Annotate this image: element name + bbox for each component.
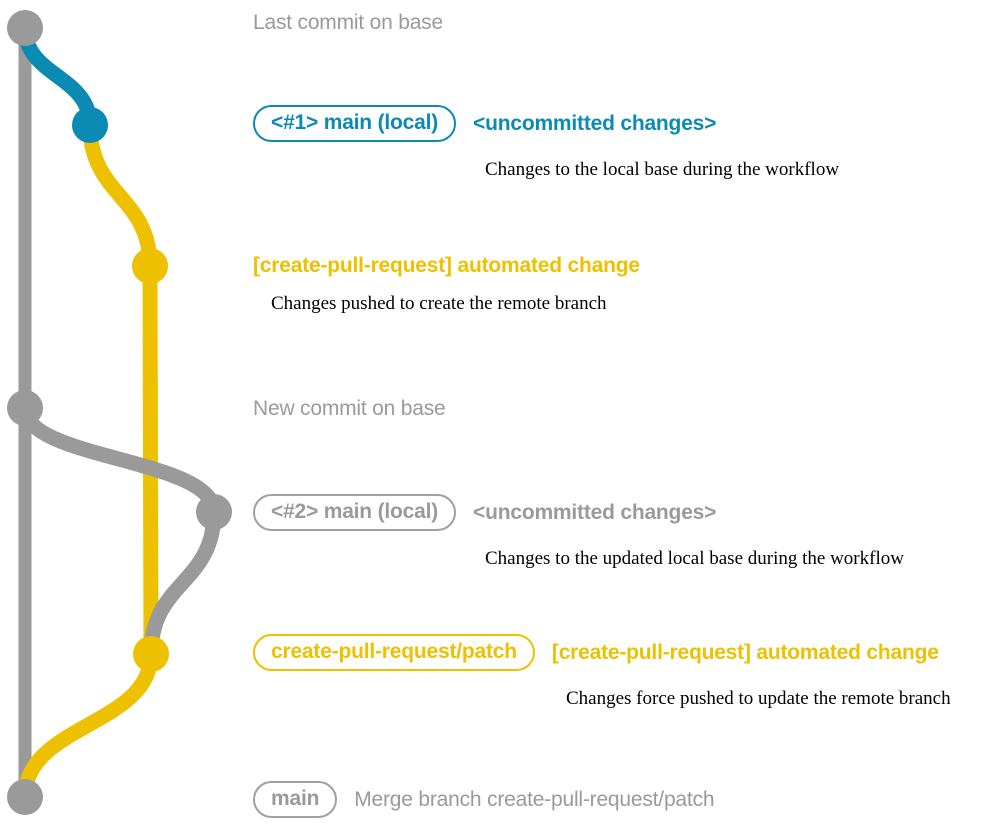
commit-row-header: main Merge branch create-pull-request/pa… xyxy=(253,781,715,818)
commit-row-header: create-pull-request/patch [create-pull-r… xyxy=(253,634,939,671)
commit-subject-automated-change-2: [create-pull-request] automated change xyxy=(551,641,939,664)
commit-row-local-2: <#2> main (local) <uncommitted changes> … xyxy=(253,494,904,568)
commit-node-automated-change-2[interactable] xyxy=(133,636,169,672)
commit-subject-local-1: <uncommitted changes> xyxy=(473,112,717,135)
commit-row-automated-change-2: create-pull-request/patch [create-pull-r… xyxy=(253,634,951,708)
edge-local-to-patch xyxy=(82,117,158,274)
commit-row-header: [create-pull-request] automated change xyxy=(253,255,640,276)
commit-body-local-1: Changes to the local base during the wor… xyxy=(485,159,840,180)
commit-row-header: Last commit on base xyxy=(253,12,443,33)
graph-nodes xyxy=(7,10,232,815)
commit-subject-automated-change-1: [create-pull-request] automated change xyxy=(253,254,640,277)
commit-node-new-commit-on-base[interactable] xyxy=(7,390,43,426)
commit-row-last-commit-on-base: Last commit on base xyxy=(253,12,443,33)
branch-pill-create-pull-request-patch[interactable]: create-pull-request/patch xyxy=(253,634,535,671)
commit-subject-local-2: <uncommitted changes> xyxy=(473,501,717,524)
commit-body-local-2: Changes to the updated local base during… xyxy=(485,548,904,569)
commit-node-merge[interactable] xyxy=(7,779,43,815)
commit-row-header: New commit on base xyxy=(253,397,446,420)
commit-row-header: <#2> main (local) <uncommitted changes> xyxy=(253,494,716,531)
commit-node-automated-change-1[interactable] xyxy=(132,248,168,284)
edge-patch-trunk xyxy=(142,258,159,662)
branch-pill-main[interactable]: main xyxy=(253,781,338,818)
branch-pill-local-2[interactable]: <#2> main (local) xyxy=(253,494,457,531)
commit-subject-merge: Merge branch create-pull-request/patch xyxy=(354,788,715,811)
commit-node-last-commit-on-base[interactable] xyxy=(7,10,43,46)
commit-subject-new-commit-on-base: New commit on base xyxy=(253,397,446,420)
commit-body-automated-change-2: Changes force pushed to update the remot… xyxy=(566,688,951,709)
edge-merge-to-patch xyxy=(143,504,222,662)
commit-row-header: <#1> main (local) <uncommitted changes> xyxy=(253,105,716,142)
commit-row-merge: main Merge branch create-pull-request/pa… xyxy=(253,781,715,818)
branch-pill-local-1[interactable]: <#1> main (local) xyxy=(253,105,457,142)
edge-base-to-merge xyxy=(17,400,222,520)
commit-row-new-commit-on-base: New commit on base xyxy=(253,397,446,420)
commit-node-local-1[interactable] xyxy=(72,107,108,143)
commit-body-automated-change-1: Changes pushed to create the remote bran… xyxy=(271,293,607,314)
commit-subject-last-commit-on-base: Last commit on base xyxy=(253,11,443,34)
commit-row-automated-change-1: [create-pull-request] automated change C… xyxy=(253,255,640,313)
edge-patch-to-base xyxy=(17,646,159,805)
commit-row-local-1: <#1> main (local) <uncommitted changes> … xyxy=(253,105,839,179)
commit-node-local-2[interactable] xyxy=(196,494,232,530)
